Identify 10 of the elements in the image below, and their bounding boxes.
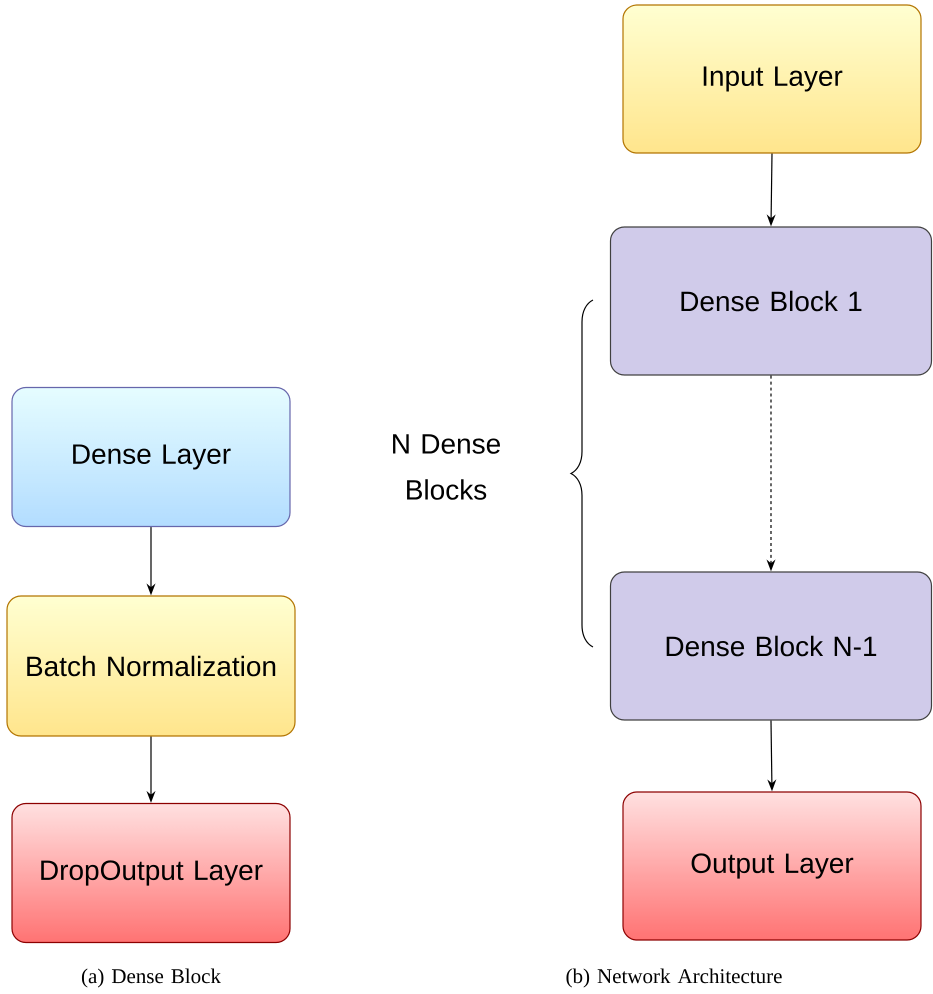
process-box: Dense Layer	[11, 386, 291, 528]
process-box: Dense Block 1	[610, 226, 932, 376]
brace-label: N Dense Blocks	[393, 434, 500, 500]
process-box: DropOutput Layer	[11, 802, 291, 944]
process-box: Batch Normalization	[6, 595, 296, 737]
process-box: Output Layer	[622, 791, 922, 941]
process-box: Input Layer	[622, 4, 922, 154]
caption: (a) Dense Block	[82, 968, 221, 988]
process-box: Dense Block N-1	[610, 571, 932, 721]
caption: (b) Network Architecture	[566, 968, 782, 988]
